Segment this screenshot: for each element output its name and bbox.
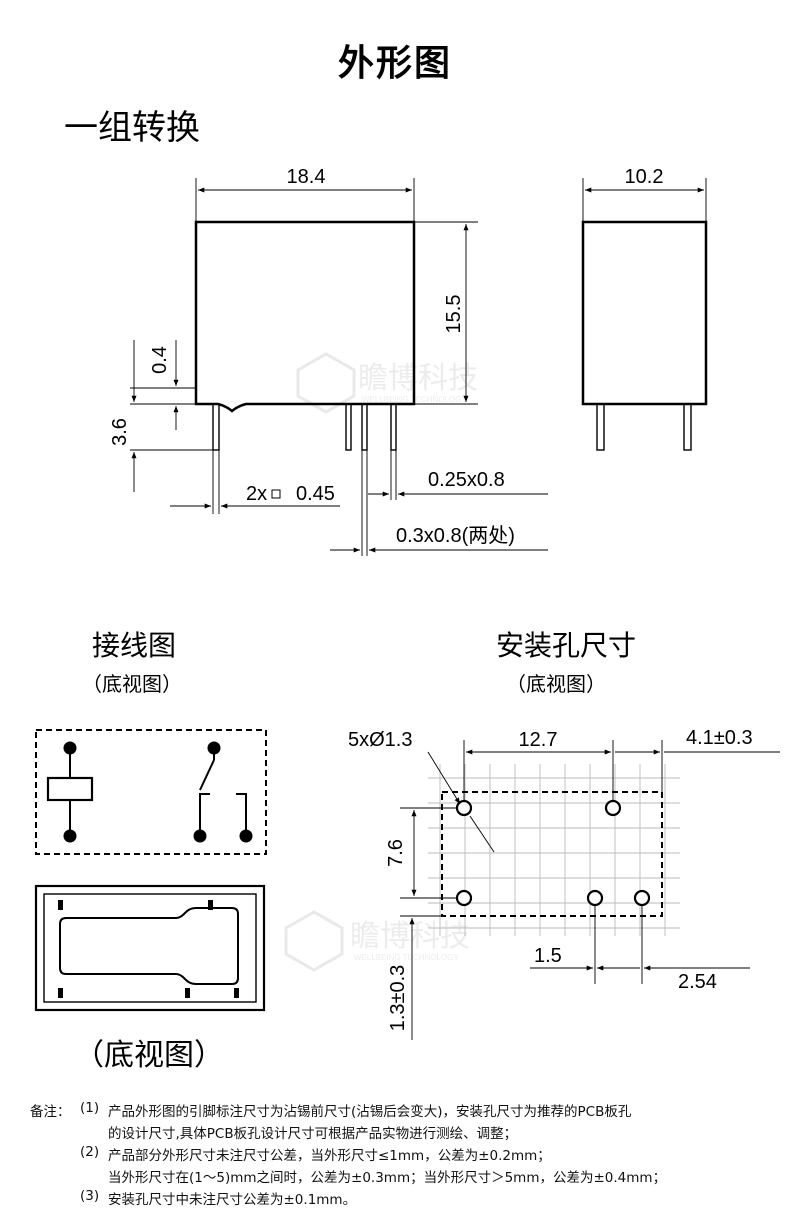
dim-pin-length: 3.6 xyxy=(109,418,131,446)
dim-standoff: 0.4 xyxy=(149,346,171,374)
note-2-number: (2) xyxy=(80,1144,100,1160)
side-view-dimension-lines xyxy=(582,178,707,222)
dim-edge: 4.1±0.3 xyxy=(686,727,753,749)
relay-bottom-view xyxy=(34,884,266,1012)
dim-pitch-x: 12.7 xyxy=(519,729,558,751)
note-1-line-2: 的设计尺寸,具体PCB板孔设计尺寸可根据产品实物进行测绘、调整； xyxy=(108,1126,518,1142)
note-2-line-1: 产品部分外形尺寸未注尺寸公差，当外形尺寸≤1mm，公差为±0.2mm； xyxy=(108,1148,551,1164)
dim-pin-large: 0.3x0.8(两处) xyxy=(396,524,515,547)
mounting-dimension-lines xyxy=(400,740,780,1040)
dim-grid: 2.54 xyxy=(678,971,717,993)
section-title: 一组转换 xyxy=(64,108,200,148)
note-1-line-1: 产品外形图的引脚标注尺寸为沾锡前尺寸(沾锡后会变大)，安装孔尺寸为推荐的PCB板… xyxy=(108,1104,632,1120)
dim-depth: 10.2 xyxy=(625,166,664,188)
relay-front-view xyxy=(194,220,416,451)
front-view-dimension-lines xyxy=(130,178,548,556)
dim-pin-small-prefix: 2x xyxy=(246,483,267,505)
dim-height: 15.5 xyxy=(443,295,465,334)
mounting-hole xyxy=(455,799,473,817)
note-1-number: (1) xyxy=(80,1100,100,1116)
mounting-outline xyxy=(441,791,663,917)
wiring-diagram xyxy=(35,729,267,855)
watermark-text: 瞻博科技 xyxy=(350,920,470,953)
note-2-line-2: 当外形尺寸在(1～5)mm之间时，公差为±0.3mm；当外形尺寸＞5mm，公差为… xyxy=(108,1170,667,1186)
mounting-holes xyxy=(455,799,651,907)
watermark-text: 瞻博科技 xyxy=(358,362,478,395)
dim-pin-mid: 0.25x0.8 xyxy=(428,469,505,491)
dim-pin-small: 0.45 xyxy=(296,483,335,505)
wiring-title: 接线图 xyxy=(92,629,177,662)
dim-width: 18.4 xyxy=(287,166,326,188)
mounting-title: 安装孔尺寸 xyxy=(496,629,637,662)
mounting-hole xyxy=(586,889,604,907)
mounting-subtitle: （底视图） xyxy=(506,672,606,696)
note-3-number: (3) xyxy=(80,1188,100,1204)
wiring-subtitle: （底视图） xyxy=(82,672,182,696)
watermark-logo-bottom: 瞻博科技 WELLBEING TECHNOLOGY xyxy=(284,910,470,972)
watermark-sub: WELLBEING TECHNOLOGY xyxy=(354,953,459,962)
page-title: 外形图 xyxy=(337,43,452,84)
mounting-hole xyxy=(633,889,651,907)
notes-label: 备注： xyxy=(30,1104,71,1120)
mounting-hole xyxy=(455,889,473,907)
relay-side-view xyxy=(581,220,708,451)
dim-hole-count-diameter: 5xØ1.3 xyxy=(348,729,412,751)
note-3-line-1: 安装孔尺寸中未注尺寸公差为±0.1mm。 xyxy=(108,1192,357,1208)
dim-pitch-y: 7.6 xyxy=(385,839,407,867)
dim-gap: 1.5 xyxy=(534,945,562,967)
bottom-view-label: （底视图） xyxy=(74,1038,224,1073)
dim-offset: 1.3±0.3 xyxy=(387,965,409,1032)
mounting-hole xyxy=(604,799,622,817)
